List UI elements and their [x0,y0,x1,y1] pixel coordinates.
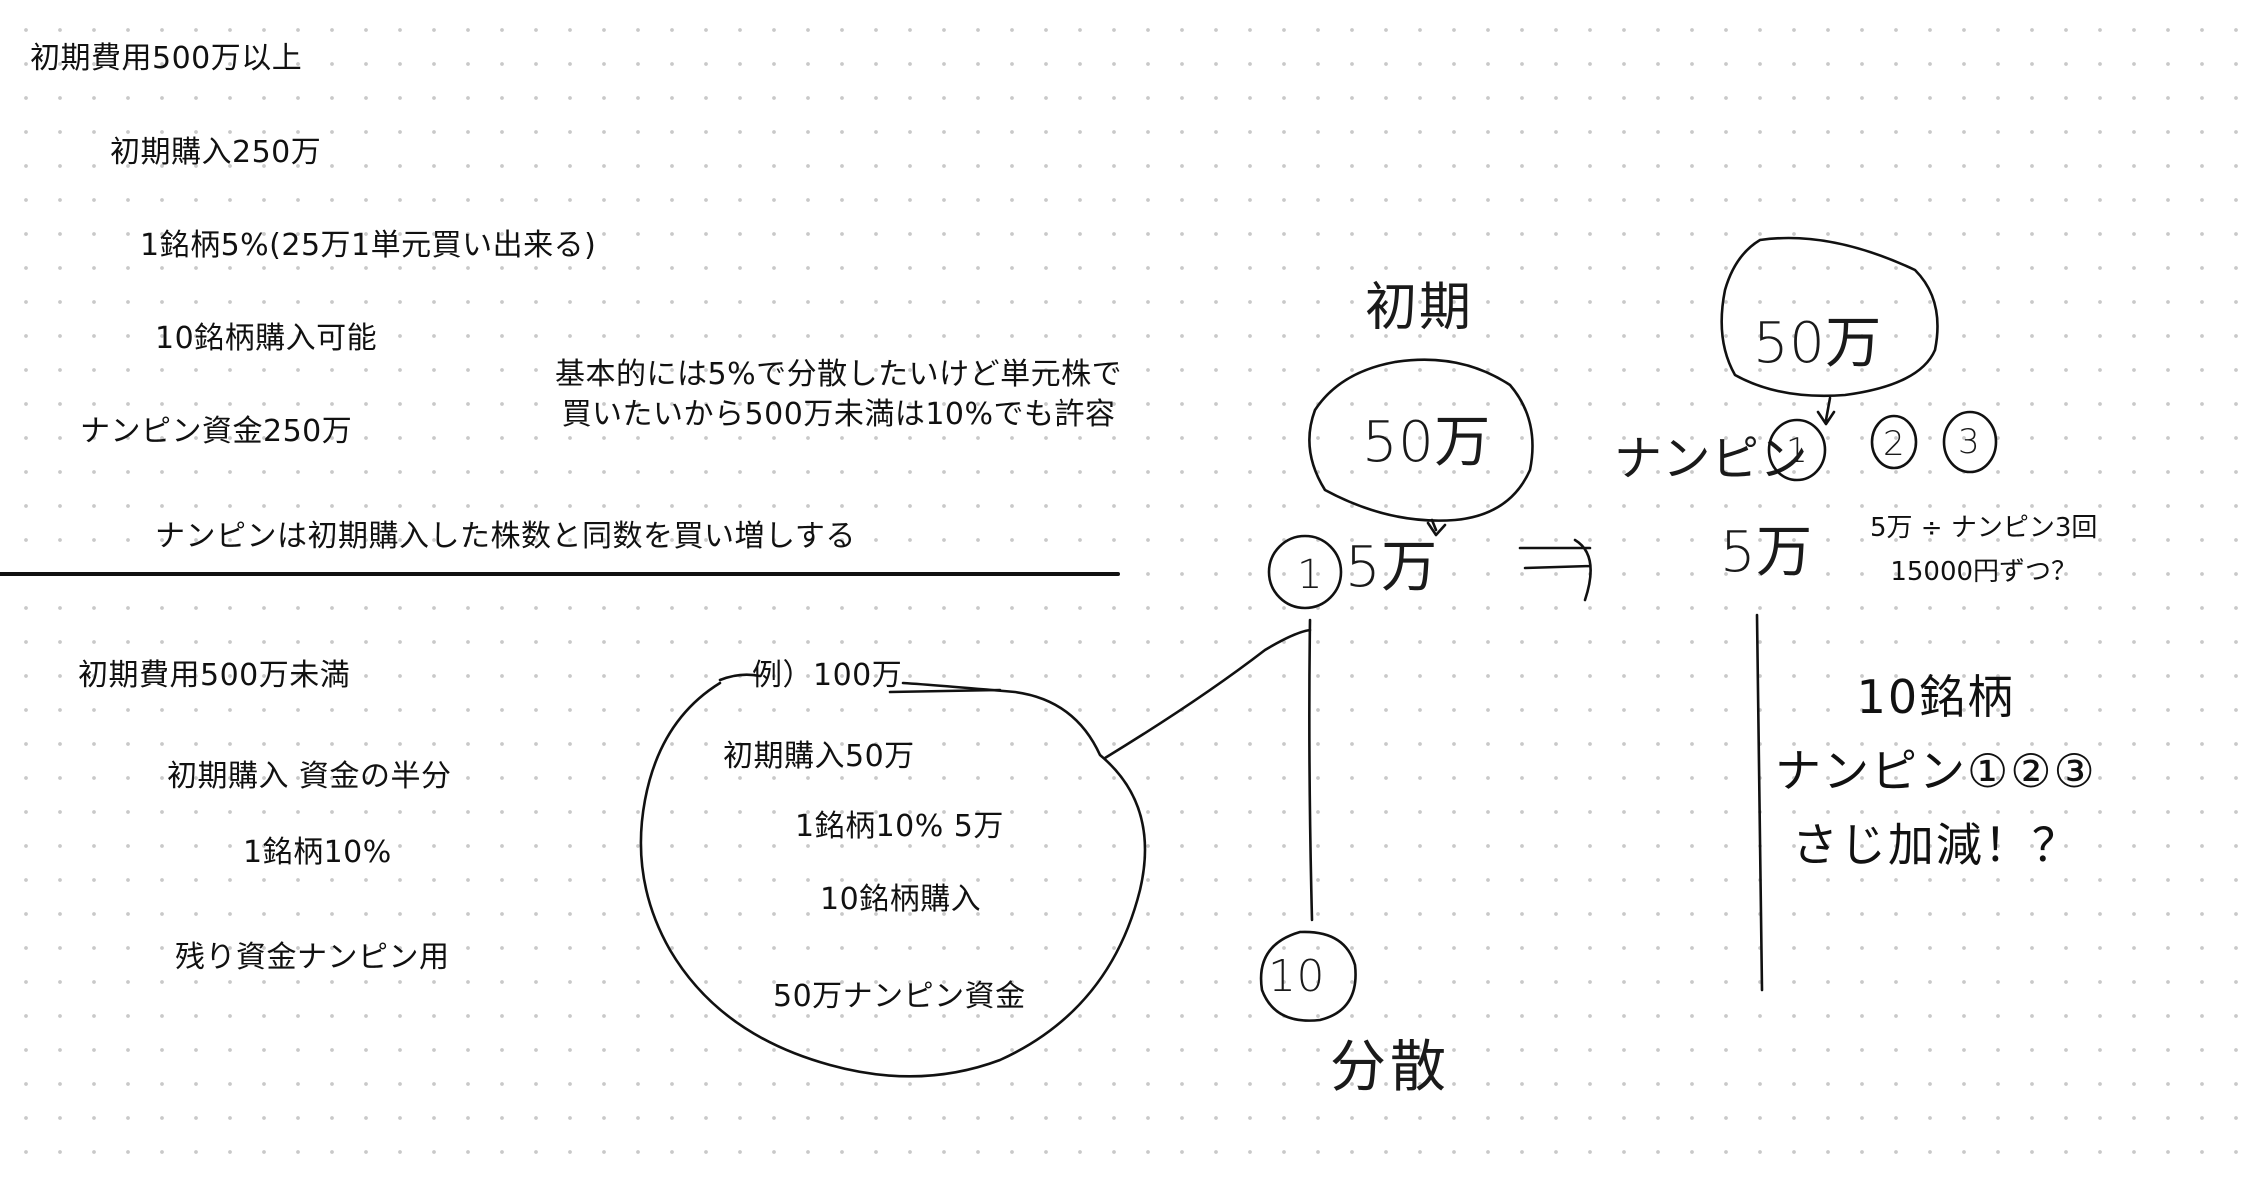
nanpin-amount-circle [1720,236,1939,398]
top-line-nanpin-rule: ナンピンは初期購入した株数と同数を買い増しする [155,519,856,554]
top-line-initial-cost-500-or-more: 初期費用500万以上 [30,41,303,76]
shoki-amount-circle [1308,358,1534,522]
example-title: 例）100万 [752,658,903,693]
top-line-initial-purchase: 初期購入250万 [110,135,322,170]
shoki-down-arrow [1426,518,1447,537]
nanpin-vertical-line [1755,613,1764,992]
diagram-calc-line1: 5万 ÷ ナンピン3回 [1870,513,2098,543]
diagram-shoki-label: 初期 [1365,278,1474,338]
diagram-nanpin-step-amount: 5万 [1720,520,1813,585]
top-line-nanpin-fund: ナンピン資金250万 [80,414,353,449]
diagram-summary-line3: さじ加減！？ [1791,818,2080,872]
diagram-nanpin-step-3: 3 [1958,422,1981,462]
top-note: 基本的には5%で分散したいけど単元株で 買いたいから500万未満は10%でも許容 [555,355,1122,435]
nanpin-step-3-circle [1942,410,1998,474]
nanpin-down-arrow [1816,396,1836,426]
bottom-line-initial-purchase-half: 初期購入 資金の半分 [167,759,452,794]
top-note-line1: 基本的には5%で分散したいけど単元株で [555,357,1123,392]
example-ten-stocks: 10銘柄購入 [820,882,982,917]
top-line-per-stock-percent: 1銘柄5%(25万1単元買い出来る) [140,228,597,263]
ten-circle [1259,930,1357,1022]
step-circle [1267,534,1343,610]
implies-arrow [1518,538,1592,602]
diagram-step-circle-number: 1 [1297,552,1323,598]
bottom-line-initial-cost-under-500: 初期費用500万未満 [78,658,351,693]
diagram-summary-line1: 10銘柄 [1856,670,2016,724]
diagram-bunsan-label: 分散 [1330,1035,1450,1100]
diagram-calc-line2: 15000円ずつ？ [1890,557,2078,587]
diagram-step-amount: 5万 [1345,535,1438,600]
diagram-ten-circle-number: 10 [1268,951,1325,1002]
example-circle [639,681,1147,1078]
example-initial-purchase: 初期購入50万 [723,739,915,774]
diagram-nanpin-step-1: 1 [1786,431,1809,471]
top-note-line2: 買いたいから500万未満は10%でも許容 [561,397,1116,432]
ten-vertical-line [1308,618,1314,922]
diagram-nanpin-label: ナンピン [1614,431,1809,487]
nanpin-step-1-circle [1767,418,1827,482]
diagram-calc-note: 5万 ÷ ナンピン3回 15000円ずつ？ [1870,506,2097,594]
bottom-line-remaining-nanpin: 残り資金ナンピン用 [175,940,450,975]
nanpin-step-2-circle [1870,414,1918,470]
diagram-summary: 10銘柄 ナンピン①②③ さじ加減！？ [1775,660,2097,882]
top-line-ten-stocks: 10銘柄購入可能 [155,321,378,356]
diagram-shoki-amount: 50万 [1362,410,1491,475]
example-connector-line [1103,628,1312,760]
example-per-stock: 1銘柄10% 5万 [795,809,1004,844]
example-title-underline [888,688,1002,694]
diagram-summary-line2: ナンピン①②③ [1775,744,2097,798]
example-nanpin-fund: 50万ナンピン資金 [773,979,1026,1014]
diagram-nanpin-amount-circle-text: 50万 [1753,311,1882,376]
bottom-line-per-stock-10-percent: 1銘柄10% [243,835,392,870]
diagram-nanpin-step-2: 2 [1883,424,1906,464]
example-title-bracket [718,673,762,682]
